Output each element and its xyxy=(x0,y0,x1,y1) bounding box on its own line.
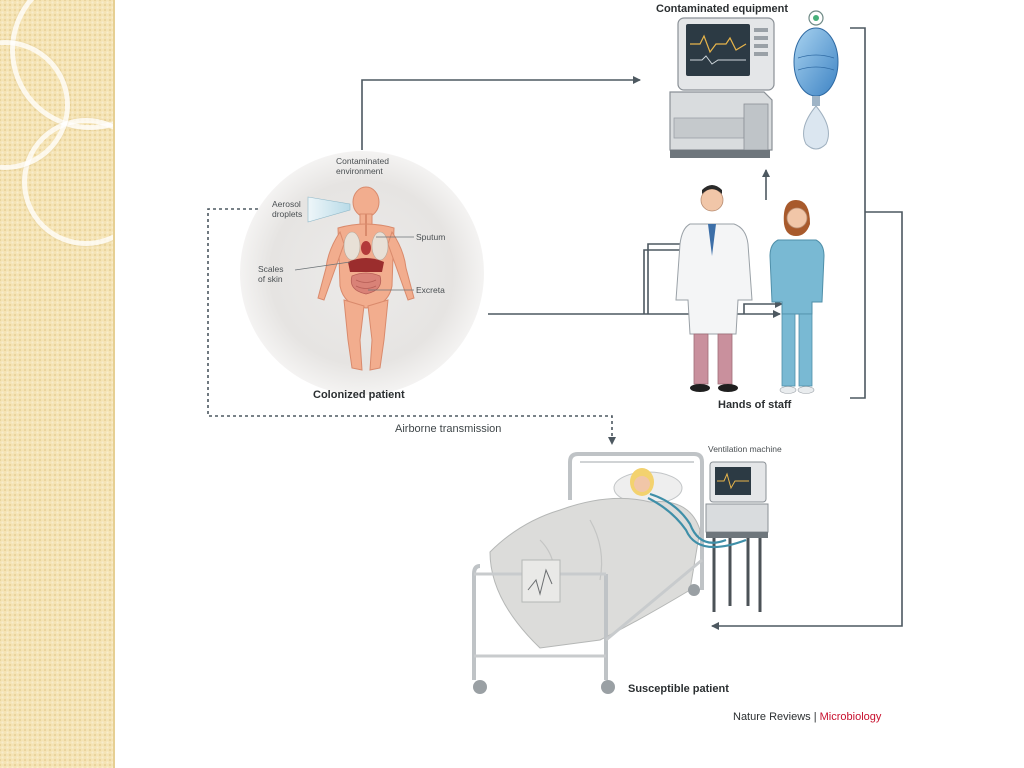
scales-of-skin-label-line2: of skin xyxy=(258,274,283,284)
contaminated-equipment-illustration xyxy=(669,10,839,158)
arrow-to-susceptible-patient xyxy=(711,211,903,630)
colonized-patient-label: Colonized patient xyxy=(313,389,405,401)
hospital-bed-illustration xyxy=(472,452,704,694)
colonized-patient-illustration xyxy=(240,151,484,395)
ventilation-machine-illustration xyxy=(647,461,769,612)
contaminated-equipment-label: Contaminated equipment xyxy=(656,3,788,15)
contaminated-environment-label-line2: environment xyxy=(336,166,383,176)
figure-credit: Nature Reviews | Microbiology xyxy=(733,711,882,723)
arrow-patient-to-nurse-hands xyxy=(743,300,783,314)
scales-of-skin-label-line1: Scales xyxy=(258,264,284,274)
hands-of-staff-label: Hands of staff xyxy=(718,399,792,411)
credit-journal: Microbiology xyxy=(820,711,882,723)
contaminated-environment-label-line1: Contaminated xyxy=(336,156,389,166)
aerosol-droplets-label-line2: droplets xyxy=(272,209,302,219)
doctor-illustration xyxy=(675,185,753,392)
credit-separator: | xyxy=(811,711,820,723)
aerosol-droplets-label-line1: Aerosol xyxy=(272,199,301,209)
credit-publisher: Nature Reviews xyxy=(733,711,811,723)
susceptible-patient-label: Susceptible patient xyxy=(628,683,729,695)
excreta-label: Excreta xyxy=(416,285,445,295)
bracket-equipment-staff xyxy=(850,27,866,399)
ventilation-machine-label: Ventilation machine xyxy=(708,444,782,454)
airborne-transmission-label: Airborne transmission xyxy=(395,423,501,435)
arrow-environment-to-equipment xyxy=(361,76,641,150)
slide-sidebar xyxy=(0,0,115,768)
nurse-illustration xyxy=(769,200,825,394)
sputum-label: Sputum xyxy=(416,232,445,242)
